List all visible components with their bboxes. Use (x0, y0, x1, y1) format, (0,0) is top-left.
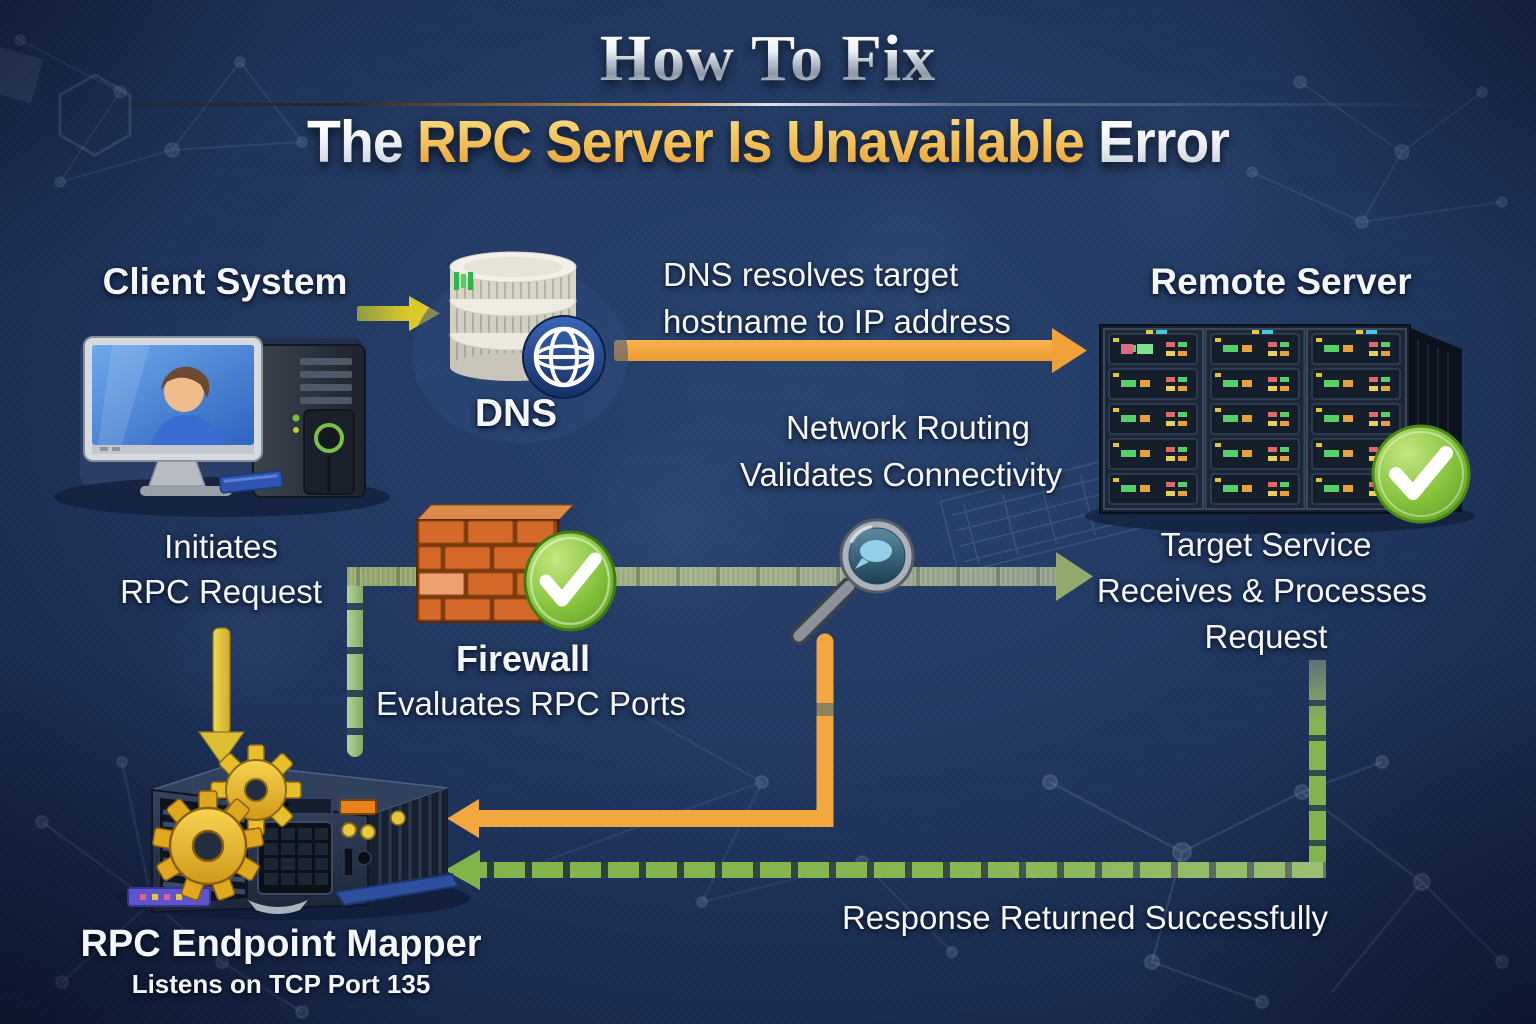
globe-icon (522, 315, 606, 399)
subtitle-prefix: The (307, 109, 404, 175)
dns-database-icon (412, 251, 628, 443)
client-system-label: Client System (102, 261, 348, 302)
client-action-line1: Initiates (164, 528, 278, 565)
dns-label: DNS (474, 392, 558, 435)
gears-icon (151, 744, 302, 901)
firewall-label: Firewall (455, 638, 591, 679)
remote-server-rack-icon (1085, 324, 1475, 534)
dns-caption-line2: hostname to IP address (663, 303, 1011, 340)
remote-result-line3: Request (1204, 618, 1328, 655)
initiates-request-arrow (197, 627, 246, 766)
magnifier-icon (790, 518, 915, 645)
subtitle-suffix: Error (1098, 109, 1230, 175)
page-title: How To Fix (599, 22, 937, 95)
endpoint-mapper-caption: Listens on TCP Port 135 (131, 969, 431, 999)
subtitle-highlight: RPC Server Is Unavailable (416, 109, 1085, 175)
response-caption: Response Returned Successfully (841, 899, 1329, 936)
page-subtitle: The RPC Server Is Unavailable Error (307, 109, 1230, 175)
endpoint-mapper-icon (114, 744, 470, 920)
remote-result-line2: Receives & Processes (1096, 572, 1428, 609)
firewall-icon (415, 504, 617, 632)
client-computer-icon (54, 336, 390, 517)
endpoint-mapper-label: RPC Endpoint Mapper (80, 923, 482, 965)
firewall-caption: Evaluates RPC Ports (376, 685, 686, 722)
dns-caption-line1: DNS resolves target (663, 256, 959, 293)
dns-to-server-arrow (614, 328, 1087, 373)
routing-caption-line2: Validates Connectivity (739, 456, 1063, 493)
client-to-dns-arrow (357, 296, 440, 331)
client-action-line2: RPC Request (120, 573, 322, 610)
server-success-check-icon (1371, 424, 1471, 524)
remote-result-line1: Target Service (1160, 526, 1372, 563)
routing-to-mapper-arrow (447, 633, 834, 838)
remote-server-label: Remote Server (1150, 261, 1412, 302)
binary-digits-decoration (454, 272, 473, 290)
response-return-path (445, 660, 1326, 890)
title-divider (0, 103, 1536, 106)
firewall-success-check-icon (523, 530, 617, 632)
routing-caption-line1: Network Routing (786, 409, 1030, 446)
mapper-to-firewall-pipe (347, 567, 363, 757)
